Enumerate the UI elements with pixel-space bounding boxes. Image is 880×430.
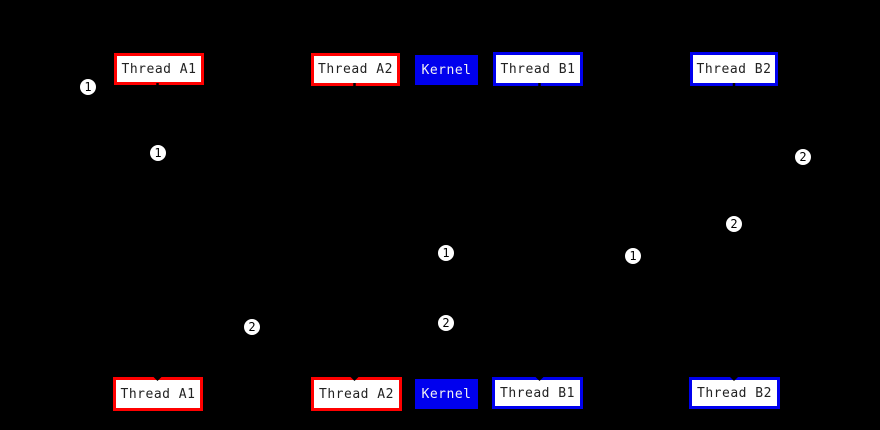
box-thread-a1-top: Thread A1 [114,53,204,85]
event-marker-2: 2 [725,215,743,233]
event-marker-2: 2 [437,314,455,332]
event-marker-1: 1 [624,247,642,265]
event-marker-1: 1 [437,244,455,262]
box-thread-b2-bottom: Thread B2 [689,377,780,409]
event-marker-1: 1 [149,144,167,162]
box-thread-a1-bottom: Thread A1 [113,377,203,411]
event-marker-1: 1 [79,78,97,96]
box-thread-a2-top: Thread A2 [311,53,400,86]
box-thread-b1-top: Thread B1 [493,52,583,86]
box-kernel-bottom: Kernel [415,379,478,409]
event-marker-2: 2 [243,318,261,336]
box-thread-b2-top: Thread B2 [690,52,778,86]
event-marker-2: 2 [794,148,812,166]
box-kernel-top: Kernel [415,55,478,85]
